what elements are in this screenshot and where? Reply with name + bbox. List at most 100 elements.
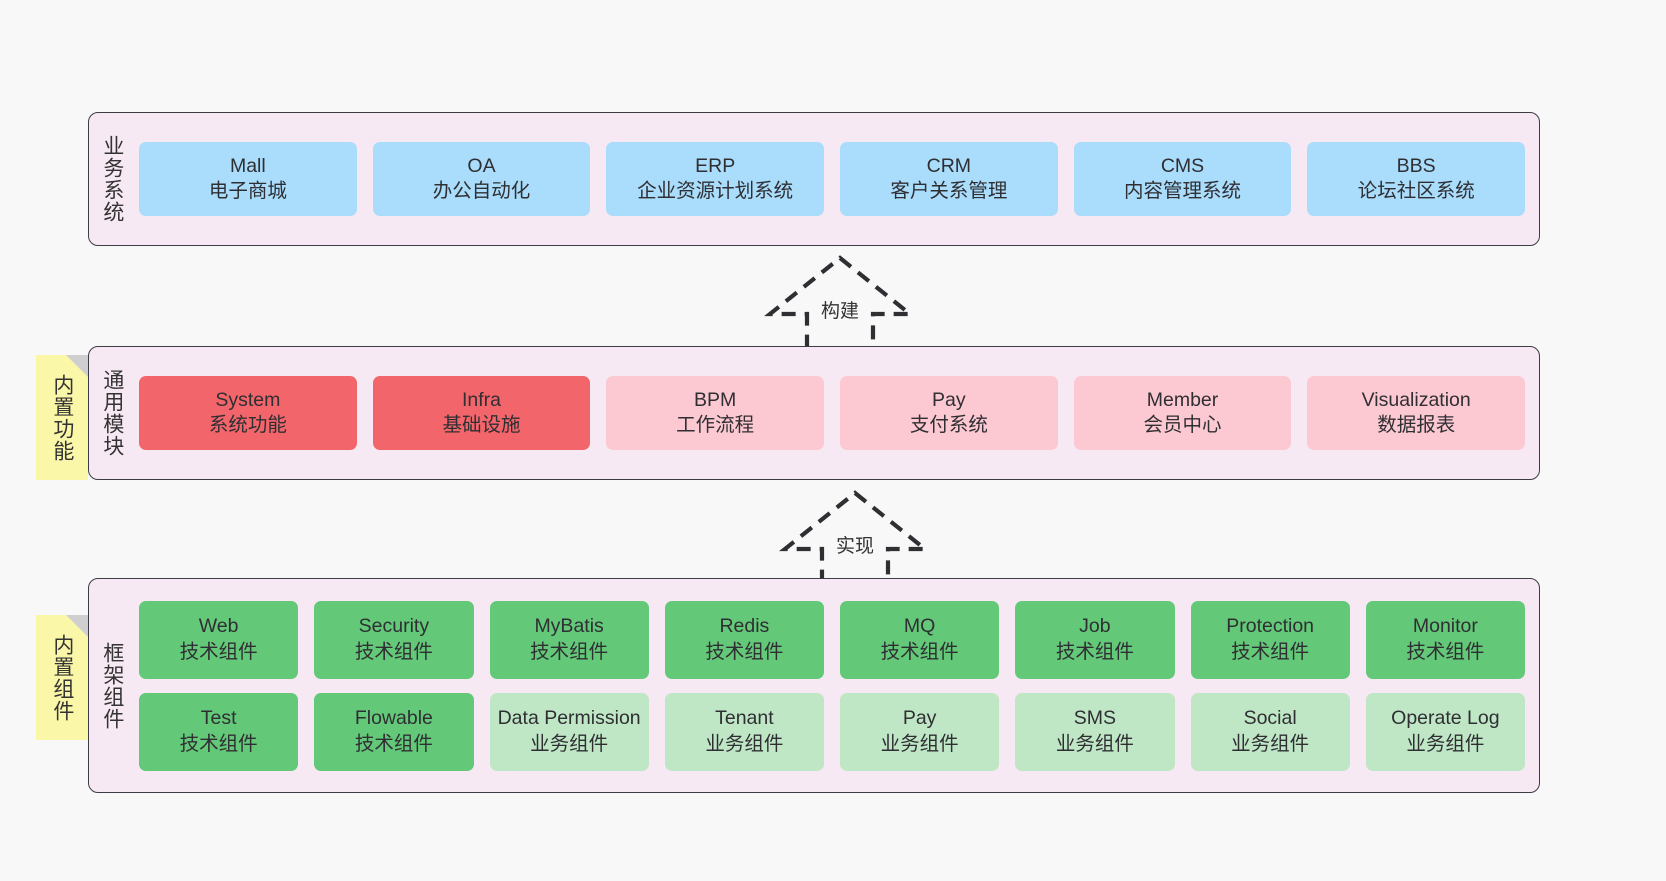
node-subtitle: 技术组件 <box>179 732 258 755</box>
node-subtitle: 基础设施 <box>442 414 521 436</box>
node-mall[interactable]: Mall 电子商城 <box>139 142 357 216</box>
node-title: BPM <box>694 388 737 411</box>
node-social[interactable]: Social 业务组件 <box>1190 692 1350 771</box>
node-subtitle: 业务组件 <box>1055 732 1134 755</box>
node-mybatis[interactable]: MyBatis 技术组件 <box>489 600 649 679</box>
layer-body-frame: Web 技术组件 Security 技术组件 MyBatis 技术组件 Redi… <box>135 579 1539 792</box>
node-subtitle: 技术组件 <box>880 640 959 663</box>
note-label: 内置功能 <box>50 373 74 462</box>
node-oa[interactable]: OA 办公自动化 <box>372 142 591 216</box>
node-subtitle: 业务组件 <box>705 732 784 755</box>
node-title: BBS <box>1396 154 1436 177</box>
node-title: Pay <box>932 388 966 411</box>
node-title: OA <box>467 154 496 177</box>
node-row: System 系统功能 Infra 基础设施 BPM 工作流程 Pay 支付系统… <box>139 376 1526 450</box>
node-title: System <box>215 388 281 411</box>
layer-business-system: 业务系统 Mall 电子商城 OA 办公自动化 ERP 企业资源计划系统 CRM… <box>88 112 1540 246</box>
node-pay-component[interactable]: Pay 业务组件 <box>840 692 1000 771</box>
layer-framework-component: 框架组件 Web 技术组件 Security 技术组件 MyBatis 技术组件… <box>88 578 1540 793</box>
connector-build-arrow: 构建 <box>755 252 925 352</box>
node-subtitle: 技术组件 <box>530 640 609 663</box>
node-monitor[interactable]: Monitor 技术组件 <box>1365 600 1525 679</box>
node-job[interactable]: Job 技术组件 <box>1015 600 1175 679</box>
node-subtitle: 业务组件 <box>880 732 959 755</box>
node-pay-module[interactable]: Pay 支付系统 <box>840 376 1058 450</box>
node-subtitle: 业务组件 <box>530 732 609 755</box>
node-erp[interactable]: ERP 企业资源计划系统 <box>606 142 825 216</box>
note-builtin-component: 内置组件 <box>36 615 88 740</box>
node-redis[interactable]: Redis 技术组件 <box>664 600 824 679</box>
node-title: Member <box>1146 388 1219 411</box>
node-title: SMS <box>1073 707 1116 730</box>
node-title: CMS <box>1160 154 1205 177</box>
node-title: ERP <box>695 154 736 177</box>
note-label: 内置组件 <box>50 633 74 722</box>
node-subtitle: 内容管理系统 <box>1124 180 1242 202</box>
node-security[interactable]: Security 技术组件 <box>314 600 474 679</box>
node-title: Security <box>358 615 430 638</box>
layer-title-frame: 框架组件 <box>100 641 124 730</box>
node-title: Flowable <box>354 707 433 730</box>
layer-title-business: 业务系统 <box>100 135 124 223</box>
node-title: MyBatis <box>534 615 604 638</box>
layer-common-module: 通用模块 System 系统功能 Infra 基础设施 BPM 工作流程 Pay… <box>88 346 1540 480</box>
node-cms[interactable]: CMS 内容管理系统 <box>1073 142 1292 216</box>
node-system[interactable]: System 系统功能 <box>139 376 357 450</box>
note-builtin-function: 内置功能 <box>36 355 88 480</box>
node-subtitle: 论坛社区系统 <box>1357 180 1475 202</box>
node-row: Test 技术组件 Flowable 技术组件 Data Permission … <box>139 692 1525 771</box>
node-subtitle: 技术组件 <box>354 732 433 755</box>
node-title: Pay <box>902 707 937 730</box>
dashed-up-arrow-icon <box>779 490 931 587</box>
node-title: CRM <box>926 154 972 177</box>
node-member[interactable]: Member 会员中心 <box>1073 376 1292 450</box>
connector-implement-arrow: 实现 <box>770 487 940 587</box>
node-subtitle: 技术组件 <box>1055 640 1134 663</box>
node-subtitle: 工作流程 <box>676 414 755 436</box>
node-bpm[interactable]: BPM 工作流程 <box>606 376 825 450</box>
node-sms[interactable]: SMS 业务组件 <box>1015 692 1175 771</box>
node-row: Mall 电子商城 OA 办公自动化 ERP 企业资源计划系统 CRM 客户关系… <box>139 142 1526 216</box>
node-subtitle: 办公自动化 <box>432 180 531 202</box>
node-operate-log[interactable]: Operate Log 业务组件 <box>1365 692 1525 771</box>
node-title: Web <box>198 615 239 638</box>
node-subtitle: 业务组件 <box>1231 732 1310 755</box>
node-title: Job <box>1079 615 1111 638</box>
node-title: Redis <box>719 615 770 638</box>
node-subtitle: 电子商城 <box>208 180 287 202</box>
node-test[interactable]: Test 技术组件 <box>139 692 299 771</box>
node-title: Mall <box>229 154 266 177</box>
node-web[interactable]: Web 技术组件 <box>139 600 299 679</box>
node-data-permission[interactable]: Data Permission 业务组件 <box>489 692 649 771</box>
note-fold-corner-icon <box>66 355 88 377</box>
node-subtitle: 系统功能 <box>208 414 287 436</box>
node-protection[interactable]: Protection 技术组件 <box>1190 600 1350 679</box>
node-subtitle: 支付系统 <box>909 414 988 436</box>
node-title: Test <box>200 707 237 730</box>
node-title: Data Permission <box>497 707 641 730</box>
node-title: Visualization <box>1361 388 1471 411</box>
node-infra[interactable]: Infra 基础设施 <box>372 376 591 450</box>
layer-title-common: 通用模块 <box>100 369 124 457</box>
node-title: Tenant <box>715 707 774 730</box>
node-visualization[interactable]: Visualization 数据报表 <box>1307 376 1526 450</box>
node-title: Monitor <box>1412 615 1478 638</box>
node-title: Infra <box>461 388 502 411</box>
node-crm[interactable]: CRM 客户关系管理 <box>840 142 1058 216</box>
layer-body-common: System 系统功能 Infra 基础设施 BPM 工作流程 Pay 支付系统… <box>135 347 1539 479</box>
node-subtitle: 技术组件 <box>354 640 433 663</box>
node-mq[interactable]: MQ 技术组件 <box>840 600 1000 679</box>
node-tenant[interactable]: Tenant 业务组件 <box>664 692 824 771</box>
node-title: Social <box>1243 707 1297 730</box>
node-subtitle: 企业资源计划系统 <box>637 180 794 202</box>
node-subtitle: 业务组件 <box>1406 732 1485 755</box>
node-row: Web 技术组件 Security 技术组件 MyBatis 技术组件 Redi… <box>139 600 1525 679</box>
node-bbs[interactable]: BBS 论坛社区系统 <box>1307 142 1526 216</box>
dashed-up-arrow-icon <box>764 255 916 352</box>
node-subtitle: 技术组件 <box>1406 640 1485 663</box>
node-flowable[interactable]: Flowable 技术组件 <box>314 692 474 771</box>
note-fold-corner-icon <box>66 615 88 637</box>
node-subtitle: 技术组件 <box>1231 640 1310 663</box>
node-subtitle: 数据报表 <box>1377 414 1456 436</box>
